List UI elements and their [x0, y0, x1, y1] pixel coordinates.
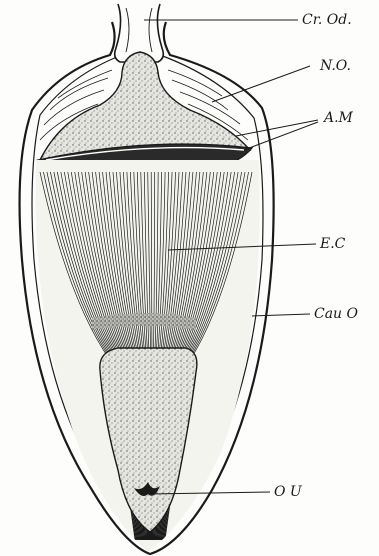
label-no: N.O. [319, 58, 351, 74]
label-ec: E.C [319, 236, 346, 252]
label-ou: O U [274, 484, 303, 500]
label-am: A.M [322, 110, 354, 126]
label-cr-od: Cr. Od. [302, 12, 352, 28]
label-cau-o: Cau O [314, 306, 359, 322]
